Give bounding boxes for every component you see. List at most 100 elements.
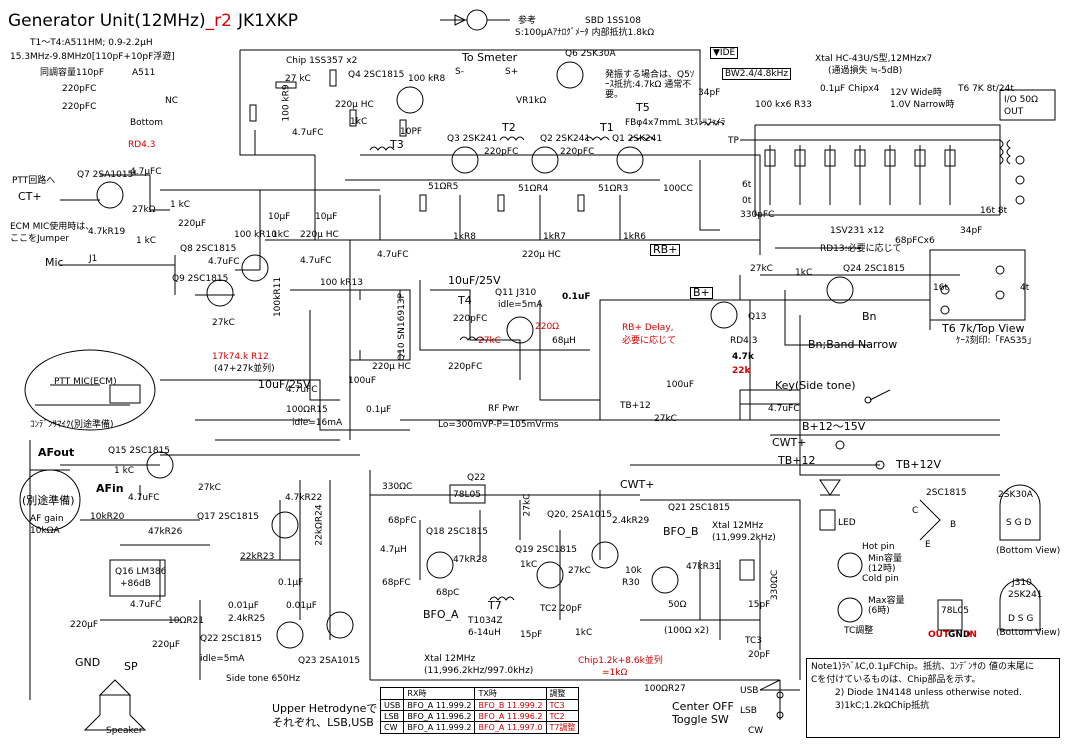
rd43-label: RD4.3 xyxy=(128,140,156,150)
r47kr22: 4.7kR22 xyxy=(285,493,323,503)
cw-label: CW xyxy=(748,726,764,736)
c330c: 330ΩC xyxy=(382,482,413,492)
r27kc3: 27kC xyxy=(212,318,235,328)
c15pf2: 15pF xyxy=(748,600,771,610)
maxcap-label: Max容量 xyxy=(868,596,905,606)
c01: 0.1μF xyxy=(366,405,392,415)
bfo-b-label: BFO_B xyxy=(663,525,699,538)
table-cell: BFO_A 11.996.2 xyxy=(474,710,547,722)
c220u3: 220μF xyxy=(152,640,181,650)
c10u25b: 10uF/25V xyxy=(258,378,311,391)
e-label: E xyxy=(925,540,931,550)
r22kr23: 22kR23 xyxy=(240,552,275,562)
a511-cap-label: 同調容量110pF xyxy=(40,68,105,78)
r10r21: 10ΩR21 xyxy=(168,616,205,626)
rbdelay2-label: 必要に応じて xyxy=(622,336,677,346)
q16b-label: +86dB xyxy=(120,579,151,589)
trans-label: 2SC1815 xyxy=(926,488,967,498)
r51b: 51ΩR4 xyxy=(518,184,549,194)
r30: R30 xyxy=(622,578,640,588)
r1k7: 1kR7 xyxy=(543,232,566,242)
q10-label: Q10 SN16913P xyxy=(396,293,407,361)
maxcap2-label: (6時) xyxy=(868,606,890,616)
r1kc3: 1kC xyxy=(272,230,290,240)
xtal12b-label: Xtal 12MHz xyxy=(712,521,764,531)
ptt-mic-label: PTT MIC(ECM) xyxy=(54,377,117,387)
usb-label: USB xyxy=(740,686,759,696)
q6-label: Q6 2SK30A xyxy=(565,49,616,59)
tb12-label: TB+12 xyxy=(620,401,651,411)
t6-16t-label: 16t xyxy=(933,283,948,293)
r27-label: 100ΩR27 xyxy=(644,684,686,694)
c220pfc5: 220pFC xyxy=(448,362,483,372)
k241-label: 2SK241 xyxy=(1008,590,1043,600)
xtal-label: Xtal HC-43U/S型,12MHzx7 xyxy=(815,54,933,64)
r47k-label: 4.7k xyxy=(732,352,754,362)
c47uf9: 4.7uFC xyxy=(130,600,162,610)
c47uf7: 4.7uFC xyxy=(128,493,160,503)
led-label: LED xyxy=(838,518,856,528)
c10u25: 10uF/25V xyxy=(448,274,501,287)
table-header-cell: RX時 xyxy=(403,687,476,700)
cwt-plus2-label: CWT+ xyxy=(620,478,655,491)
c220uf: 220μF xyxy=(178,219,207,229)
r51: 51ΩR5 xyxy=(428,182,459,192)
io-label: I/O 50Ω xyxy=(1004,95,1038,105)
q15-label: Q15 2SC1815 xyxy=(108,446,171,456)
c47u5: 4.7uFC xyxy=(286,385,318,395)
c220pfc3: 220pFC xyxy=(560,147,595,157)
t1-label: T1 xyxy=(600,121,614,134)
r27kc: 27 kC xyxy=(285,74,311,84)
afgain-label: AF gain xyxy=(30,514,64,524)
r27k6: 27kC xyxy=(654,414,677,424)
c220u2: 220μF xyxy=(70,620,99,630)
l614-label: 6-14uH xyxy=(468,628,501,638)
notes-box: Note1)ﾗﾍﾞﾙC,0.1μFChip。抵抗、ｺﾝﾃﾞﾝｻの 値の末尾に C… xyxy=(806,658,1060,738)
q22reg-label: Q22 xyxy=(467,473,486,483)
note-line: 2) Diode 1N4148 unless otherwise noted. xyxy=(835,688,1022,698)
tp-label: TP xyxy=(728,136,739,146)
pf34b-label: 34pF xyxy=(960,226,983,236)
cwt-plus-label: CWT+ xyxy=(772,436,807,449)
r100k9: 100 kR9 xyxy=(281,84,292,122)
wide12-label: 12V Wide時 xyxy=(890,88,942,98)
r50: 50Ω xyxy=(668,600,687,610)
vr1k-label: VR1kΩ xyxy=(516,96,547,106)
c220uhc: 220μ HC xyxy=(522,250,561,260)
c10p: 10PF xyxy=(400,127,423,137)
j310-label: J310 xyxy=(1012,578,1032,588)
bottom-label: Bottom xyxy=(130,118,164,128)
r27kc8: 27kC xyxy=(198,483,221,493)
r6t: 6t xyxy=(742,180,752,190)
table-header-cell: 調整 xyxy=(545,687,580,700)
rd43b-label: RD4.3 xyxy=(730,336,758,346)
c10uf2: 10μF xyxy=(315,212,338,222)
j1-label: J1 xyxy=(89,254,98,264)
c10uf: 10μF xyxy=(268,212,291,222)
tb12b-label: TB+12 xyxy=(778,454,816,467)
note-line: Cを付けているものは、Chip部品を示す。 xyxy=(811,675,981,685)
q2-label: Q2 2SK241 xyxy=(540,134,591,144)
r33-label: 100 kx6 R33 xyxy=(755,100,812,110)
c01u: 0.1uF xyxy=(562,292,591,302)
c220hc: 220μ HC xyxy=(335,100,374,110)
r1k8: 1kR8 xyxy=(453,232,476,242)
t7-label: T7 xyxy=(488,599,502,612)
chip-1ss357-label: Chip 1SS357 x2 xyxy=(286,56,358,66)
afout-label: AFout xyxy=(38,446,75,459)
r27kc10: 27kC xyxy=(568,566,591,576)
r12b-label: (47+27k並列) xyxy=(214,364,275,374)
r1kc: 1kC xyxy=(350,117,368,127)
rb-plus-label: RB+ xyxy=(650,244,681,256)
t6-case-label: ｹｰｽ刻印:「FAS35」 xyxy=(956,336,1037,346)
table-cell: BFO_A 11.996.2 xyxy=(403,710,476,722)
rbdelay-label: RB+ Delay, xyxy=(622,323,674,333)
condenser-label: ｺﾝﾃﾞﾝｻﾏｲｸ(別途準備) xyxy=(30,420,114,430)
lo-label: Lo=300mVP-P=105mVrms xyxy=(438,420,559,430)
table-row: LSB BFO_A 11.996.2 BFO_A 11.996.2 TC2 xyxy=(379,710,580,722)
q9-label: Q9 2SC1815 xyxy=(172,274,229,284)
tb12v-label: TB+12V xyxy=(896,458,942,471)
chip4-label: 0.1μF Chipx4 xyxy=(820,84,880,94)
upper-label: Upper Hetrodyneで xyxy=(272,702,378,715)
